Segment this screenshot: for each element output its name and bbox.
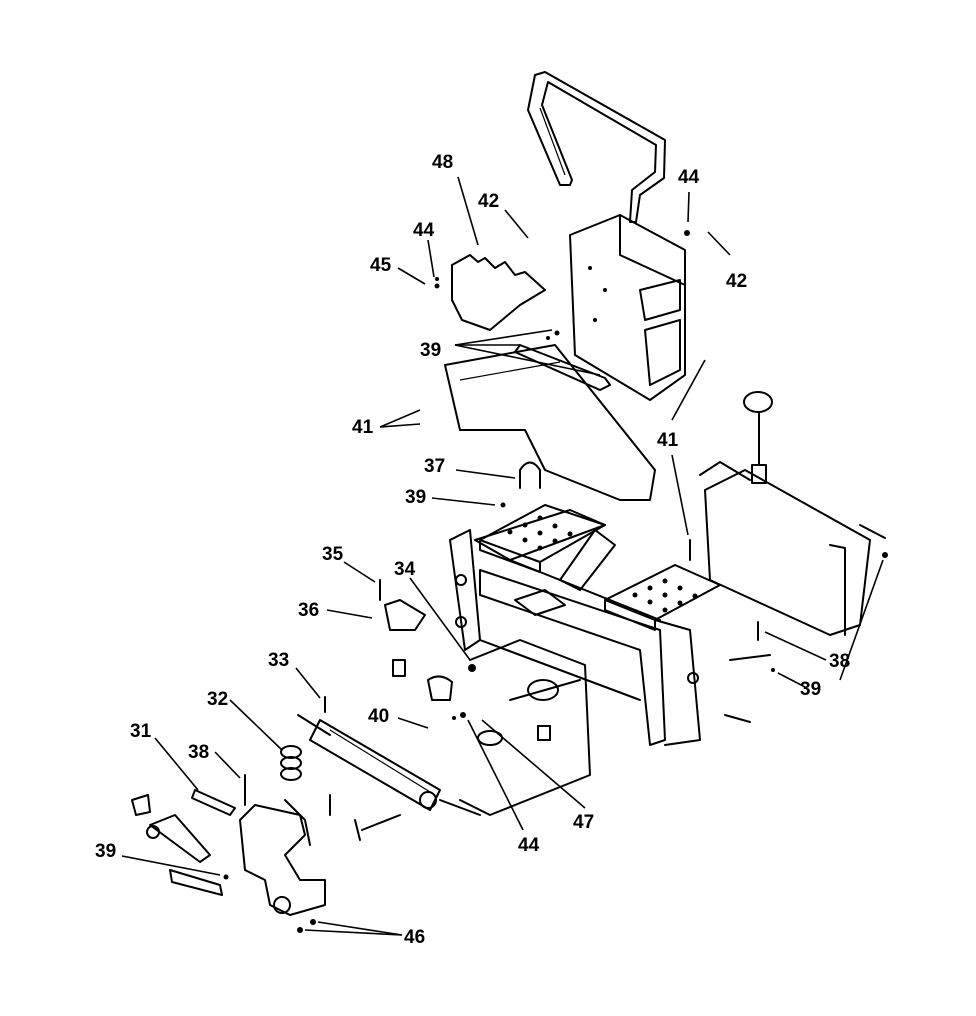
callout-42-left: 42	[478, 191, 499, 212]
callout-44-top-right: 44	[678, 167, 700, 188]
callout-39-middle: 39	[405, 487, 426, 508]
callout-39-upper: 39	[420, 340, 441, 361]
gear-plate	[451, 254, 546, 331]
callout-44-bottom: 44	[518, 835, 540, 856]
callout-37: 37	[424, 456, 445, 477]
callout-44-top-left: 44	[413, 220, 435, 241]
leader-lines	[121, 176, 884, 936]
callout-45: 45	[370, 255, 392, 276]
main-frame	[449, 509, 701, 746]
callout-38-left: 38	[188, 742, 209, 763]
callout-46: 46	[404, 927, 425, 948]
callout-35: 35	[322, 544, 344, 565]
callout-41-right: 41	[657, 430, 679, 451]
front-perforated-plate	[479, 504, 606, 573]
console-housing	[569, 214, 686, 401]
callout-47: 47	[573, 812, 594, 833]
drive-assembly	[169, 789, 326, 916]
callout-38-right: 38	[829, 651, 850, 672]
callout-48: 48	[432, 152, 453, 173]
callout-39-right: 39	[800, 679, 821, 700]
callout-39-lower-left: 39	[95, 841, 116, 862]
rear-perforated-plate	[604, 564, 721, 631]
lower-base	[459, 639, 591, 816]
center-linkage	[514, 529, 616, 616]
arm-bracket	[131, 794, 211, 863]
hydraulic-cylinder	[297, 714, 481, 816]
callout-41-left: 41	[352, 417, 374, 438]
pulley-stack	[280, 745, 302, 781]
callout-42-right: 42	[726, 271, 747, 292]
callout-31: 31	[130, 721, 152, 742]
hardware-dots	[223, 230, 888, 933]
side-cover	[444, 344, 656, 501]
callout-36: 36	[298, 600, 319, 621]
callout-33: 33	[268, 650, 289, 671]
u-bolt	[519, 461, 541, 489]
callout-labels: 48 42 44 44 42 45 39 41 41 37 39 35 34 3…	[95, 152, 850, 948]
callout-34: 34	[394, 559, 416, 580]
callout-32: 32	[207, 689, 228, 710]
fittings	[244, 539, 771, 841]
handle-bar	[527, 71, 666, 223]
callout-40: 40	[368, 706, 389, 727]
reservoir-tank	[699, 391, 886, 636]
